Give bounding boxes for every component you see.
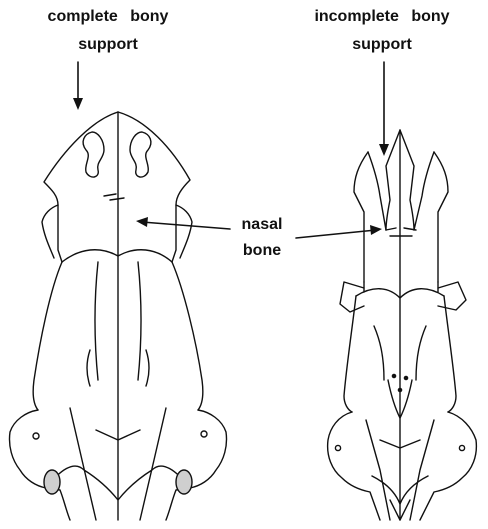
pointer-arrows xyxy=(73,62,389,238)
nasal-arrow-left-line xyxy=(142,222,230,229)
left-skull-bulla-left xyxy=(44,470,60,494)
left-skull-right-nostril xyxy=(130,132,151,177)
nasal-arrow-right-head xyxy=(370,225,382,235)
right-skull-spike-inner xyxy=(368,152,434,230)
right-skull-dot-3 xyxy=(398,388,401,391)
incomplete-support-label-line1: incomplete bony xyxy=(276,8,488,26)
right-skull-foramen-left xyxy=(335,445,340,450)
left-skull-left-wing xyxy=(42,205,58,258)
left-skull-snout-outline xyxy=(44,112,190,262)
right-skull-right-process xyxy=(438,282,466,310)
left-skull-bulla-right xyxy=(176,470,192,494)
left-skull-foramen-left xyxy=(33,433,39,439)
left-skull xyxy=(9,112,226,520)
nasal-bone-label-line2: bone xyxy=(232,242,292,260)
right-skull-left-spike xyxy=(354,152,368,282)
nasal-arrow-left-head xyxy=(136,217,148,227)
right-skull-dot-1 xyxy=(392,374,395,377)
right-skull-sides xyxy=(364,282,438,292)
nasal-bone-label-line1: nasal xyxy=(232,216,292,234)
right-skull-foramen-right xyxy=(459,445,464,450)
left-skull-snout-marks xyxy=(104,194,124,200)
right-skull-left-process xyxy=(340,282,364,312)
left-skull-foramen-right xyxy=(201,431,207,437)
complete-support-label-line2: support xyxy=(8,36,208,54)
complete-support-arrowhead xyxy=(73,98,83,110)
right-skull-nasal-marks xyxy=(386,228,416,236)
incomplete-support-arrowhead xyxy=(379,144,389,156)
right-skull-base xyxy=(328,412,477,520)
complete-support-label-line1: complete bony xyxy=(8,8,208,26)
incomplete-support-label-line2: support xyxy=(276,36,488,54)
right-skull-dot-2 xyxy=(404,376,407,379)
left-skull-suture xyxy=(62,250,172,262)
right-skull xyxy=(328,130,477,520)
left-skull-left-nostril xyxy=(83,132,104,177)
right-skull-right-spike xyxy=(434,152,448,282)
left-skull-right-wing xyxy=(176,205,192,258)
